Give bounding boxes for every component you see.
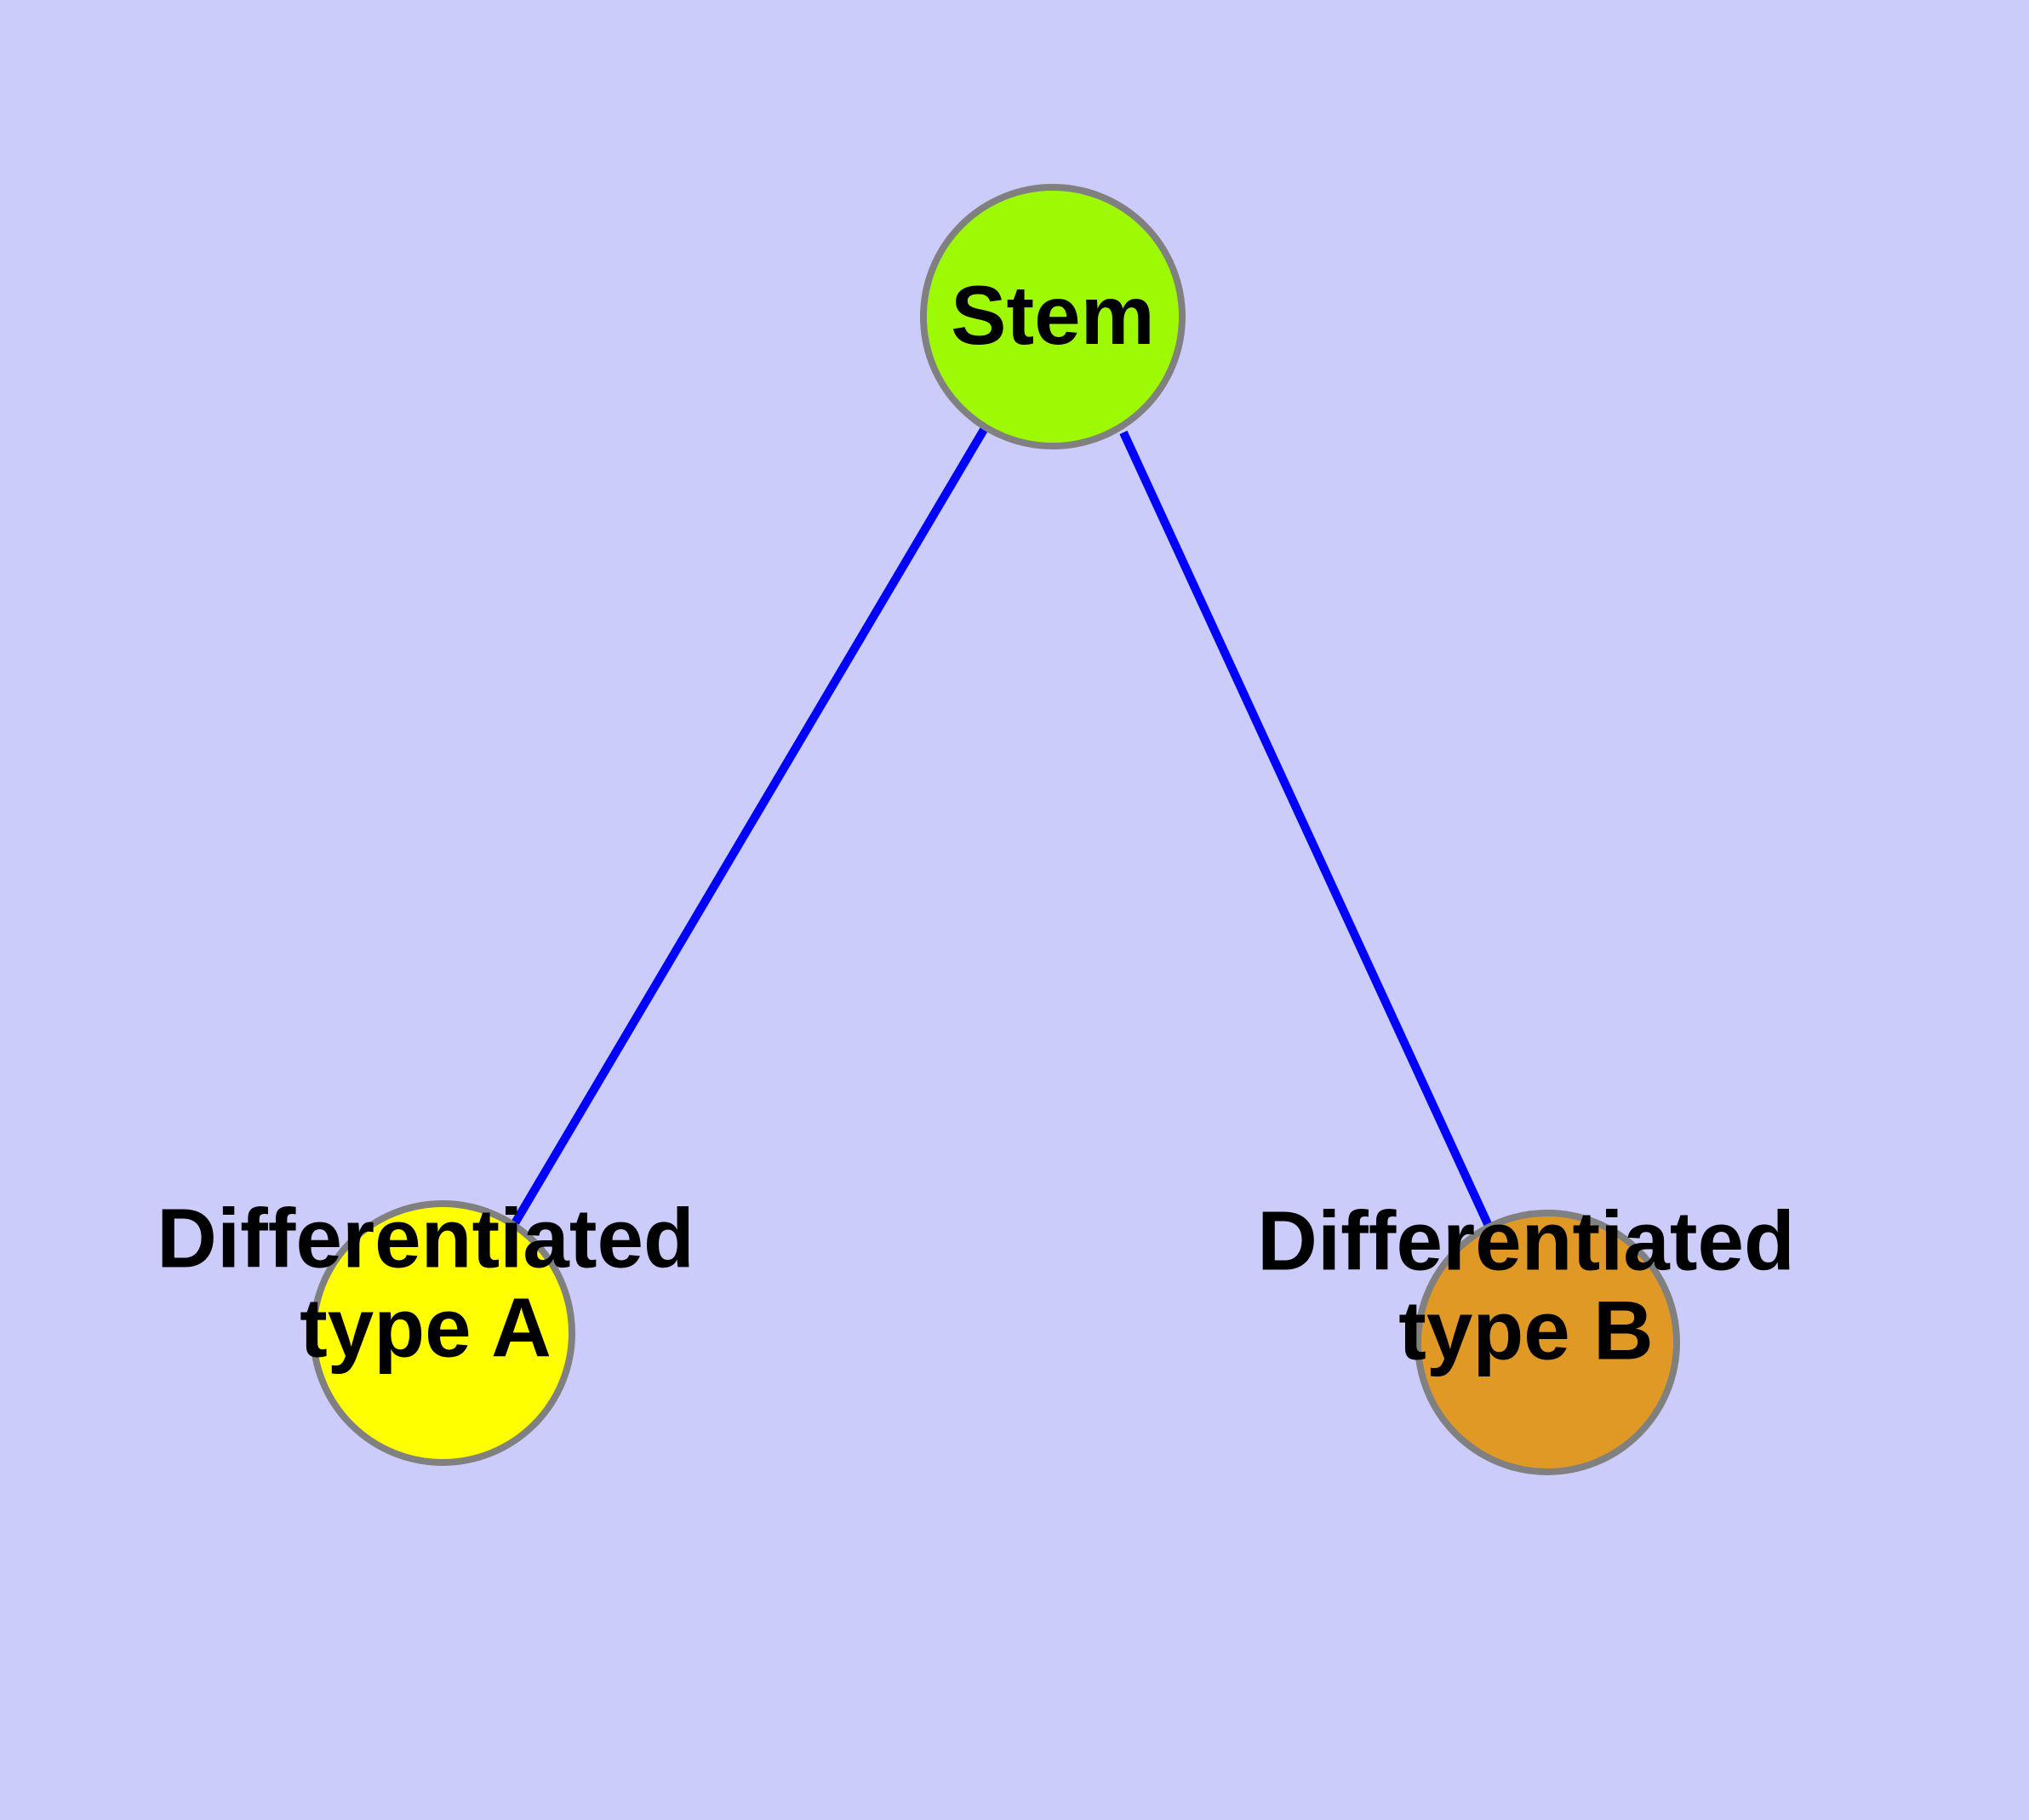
node-diff_a[interactable] [310,1200,575,1466]
node-label-line: Differentiated [1257,1193,1795,1287]
node-label-line: type A [300,1280,552,1374]
edge-stem-to-diff-b[interactable] [1119,430,1493,1228]
edge-stem-to-diff-a[interactable] [508,426,989,1230]
node-label-stem: Stem [951,268,1155,362]
node-label-line: Stem [951,268,1155,362]
edges-group [508,426,1493,1230]
node-label-line: Differentiated [157,1191,694,1285]
node-stem[interactable] [920,184,1186,449]
node-label-line: type B [1398,1283,1654,1376]
node-diff_b[interactable] [1415,1210,1680,1475]
nodes-group [310,184,1680,1475]
